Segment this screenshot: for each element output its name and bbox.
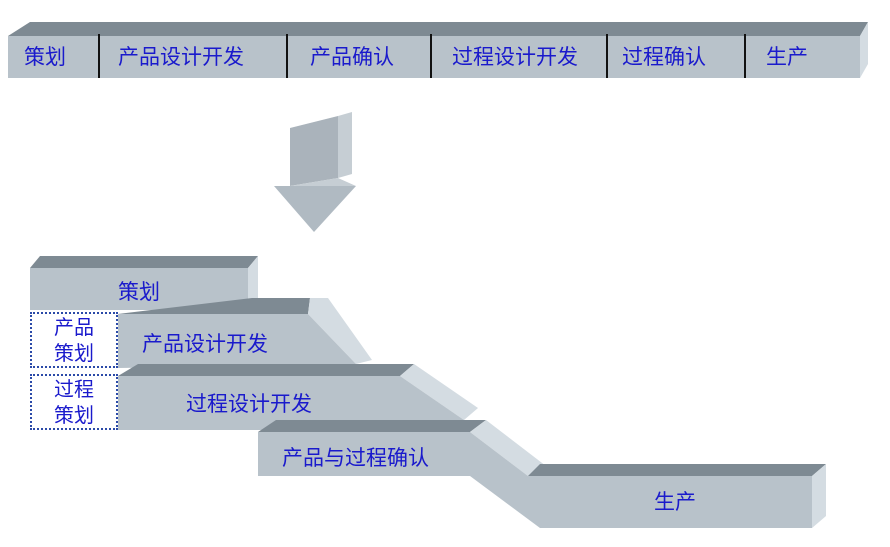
- planning-side-face: [248, 256, 258, 310]
- top-bar-top-face: [8, 22, 868, 36]
- product-planning-line-2: 策划: [54, 341, 94, 365]
- phase-label-product-validation: 产品确认: [310, 44, 394, 69]
- block-label-production: 生产: [654, 490, 696, 514]
- process-design-top-face: [118, 364, 414, 376]
- top-bar-divider: [606, 34, 608, 78]
- phase-label-production: 生产: [766, 44, 808, 69]
- block-label-planning: 策划: [118, 280, 160, 304]
- production-side-face: [812, 464, 826, 528]
- process-design-slab: [118, 364, 478, 430]
- product-design-ramp-face: [308, 298, 372, 364]
- planning-top-face: [30, 256, 258, 268]
- top-bar-slab: [8, 22, 868, 78]
- validation-front-face: [258, 432, 528, 476]
- top-bar-divider: [286, 34, 288, 78]
- phase-label-process-validation: 过程确认: [622, 44, 706, 69]
- production-front-face: [470, 476, 812, 528]
- phase-label-process-design: 过程设计开发: [452, 44, 578, 69]
- product-design-top-face: [118, 298, 310, 314]
- arrow-head: [274, 186, 356, 232]
- process-design-ramp-face: [400, 364, 478, 420]
- arrow-head-top: [274, 178, 356, 186]
- production-top-face: [528, 464, 826, 476]
- phase-label-product-design: 产品设计开发: [118, 44, 244, 69]
- validation-ramp-face: [470, 420, 546, 476]
- top-bar-divider: [744, 34, 746, 78]
- top-bar-side-face: [860, 22, 868, 78]
- block-label-process-design: 过程设计开发: [186, 392, 312, 416]
- arrow-shaft-side: [338, 112, 352, 178]
- product-planning-box: 产品 策划: [30, 312, 118, 368]
- process-planning-line-2: 策划: [54, 403, 94, 427]
- product-design-slab: [118, 298, 372, 368]
- phase-label-planning: 策划: [24, 44, 66, 69]
- block-label-product-design: 产品设计开发: [142, 332, 268, 356]
- process-planning-line-1: 过程: [54, 377, 94, 401]
- validation-slab: [258, 420, 546, 476]
- product-design-front-face: [118, 314, 356, 368]
- top-bar-divider: [430, 34, 432, 78]
- process-design-front-face: [118, 376, 464, 430]
- process-planning-box: 过程 策划: [30, 374, 118, 430]
- block-label-validation: 产品与过程确认: [282, 446, 429, 470]
- validation-top-face: [258, 420, 486, 432]
- down-arrow: [274, 112, 356, 232]
- product-planning-line-1: 产品: [54, 315, 94, 339]
- arrow-shaft: [290, 116, 338, 186]
- top-bar-front-face: [8, 36, 860, 78]
- production-slab: [470, 464, 826, 528]
- top-bar-divider: [98, 34, 100, 78]
